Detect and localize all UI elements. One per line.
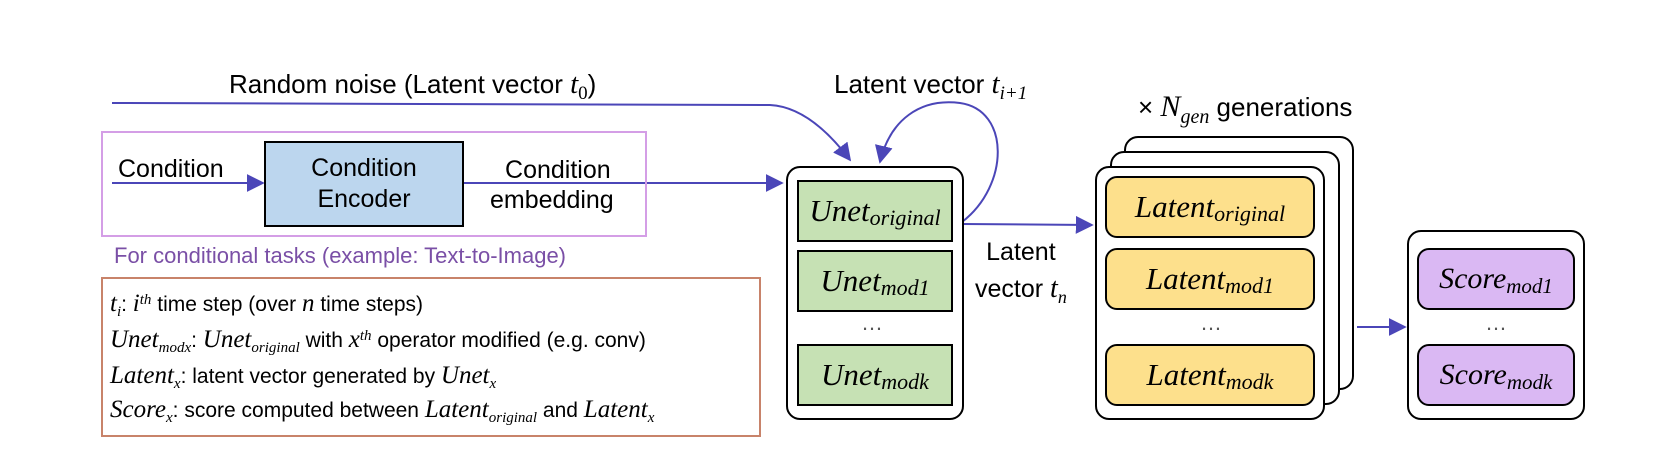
condition-label: Condition	[118, 155, 224, 183]
latent-tn-label: Latent vector tn	[975, 236, 1067, 308]
latent-tn-arrow	[961, 215, 1094, 234]
loop-arrow	[875, 101, 999, 223]
encoder-line-2: Encoder	[317, 185, 411, 213]
latent-tn-line-1: Latent	[986, 238, 1056, 266]
legend-line-3: Latentx: latent vector generated by Unet…	[110, 362, 497, 393]
condition-encoder: Condition Encoder	[264, 141, 464, 227]
embedding-line-1: Condition	[505, 156, 611, 184]
noise-arrow	[111, 102, 852, 162]
legend-line-4: Scorex: score computed between Latentori…	[110, 396, 655, 427]
random-noise-label: Random noise (Latent vector t0)	[229, 68, 597, 105]
embedding-line-2: embedding	[490, 186, 614, 214]
score-ellipsis: …	[1485, 310, 1507, 335]
generations-label: × Ngen generations	[1138, 90, 1353, 128]
legend-line-2: Unetmodx: Unetoriginal with xth operator…	[110, 326, 646, 357]
conditional-frame	[101, 131, 647, 237]
latent-ellipsis: …	[1200, 310, 1222, 335]
legend-line-1: ti: ith time step (over n time steps)	[110, 290, 424, 321]
encoder-line-1: Condition	[311, 153, 417, 182]
unet-ellipsis: …	[861, 310, 883, 335]
embedding-label: Condition embedding	[490, 155, 614, 215]
legend-box	[101, 277, 761, 437]
conditional-note: For conditional tasks (example: Text-to-…	[114, 243, 566, 268]
latent-next-label: Latent vector ti+1	[834, 68, 1028, 105]
latent-tn-line-2: vector tn	[975, 272, 1067, 307]
